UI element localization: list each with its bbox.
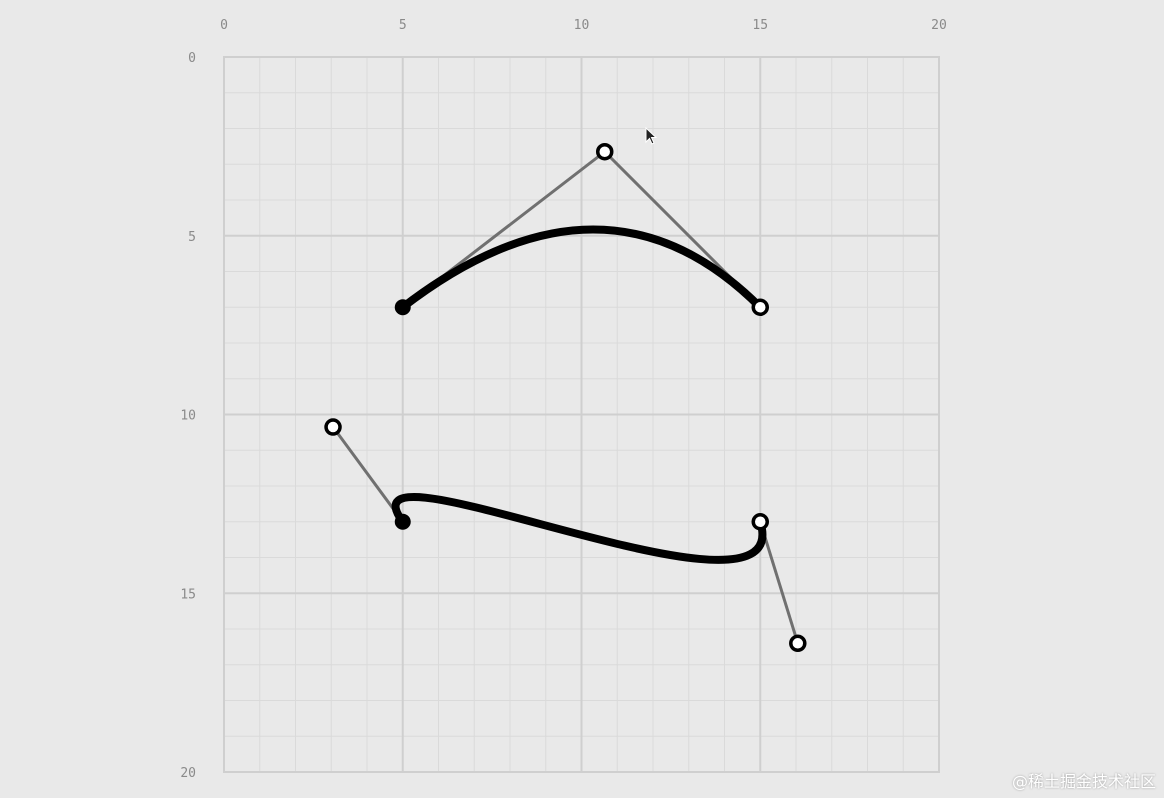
y-tick-label: 20 [180, 766, 196, 781]
upper-curve-control-point-1[interactable] [595, 142, 614, 161]
x-tick-label: 10 [574, 18, 590, 33]
control-points[interactable] [324, 142, 807, 653]
lower-curve-start-handle-line [331, 426, 404, 523]
x-tick-label: 15 [752, 18, 768, 33]
upper-curve [398, 225, 765, 312]
watermark: @稀土掘金技术社区 [1011, 772, 1156, 791]
y-tick-label: 15 [180, 587, 196, 602]
x-tick-label: 5 [399, 18, 407, 33]
lower-curve-control-point-2[interactable] [789, 634, 807, 653]
lower-curve-control-point-1[interactable] [324, 418, 342, 436]
bezier-curves [391, 225, 767, 564]
grid-border [223, 56, 940, 773]
lower-curve [391, 493, 767, 564]
upper-curve-end-point[interactable] [751, 298, 769, 316]
y-tick-label: 5 [188, 230, 196, 245]
y-tick-label: 0 [188, 51, 196, 66]
pointer-arrow-icon [645, 127, 658, 145]
upper-curve-start-point[interactable] [394, 299, 411, 316]
lower-curve-end-handle-line [758, 521, 800, 644]
lower-curve-start-point[interactable] [394, 513, 411, 530]
lower-curve-end-point[interactable] [751, 513, 769, 531]
y-tick-label: 10 [180, 409, 196, 424]
x-tick-label: 0 [220, 18, 228, 33]
x-axis-ticks: 0 5 10 15 20 [220, 18, 947, 33]
x-tick-label: 20 [931, 18, 947, 33]
y-axis-ticks: 0 5 10 15 20 [180, 51, 196, 781]
